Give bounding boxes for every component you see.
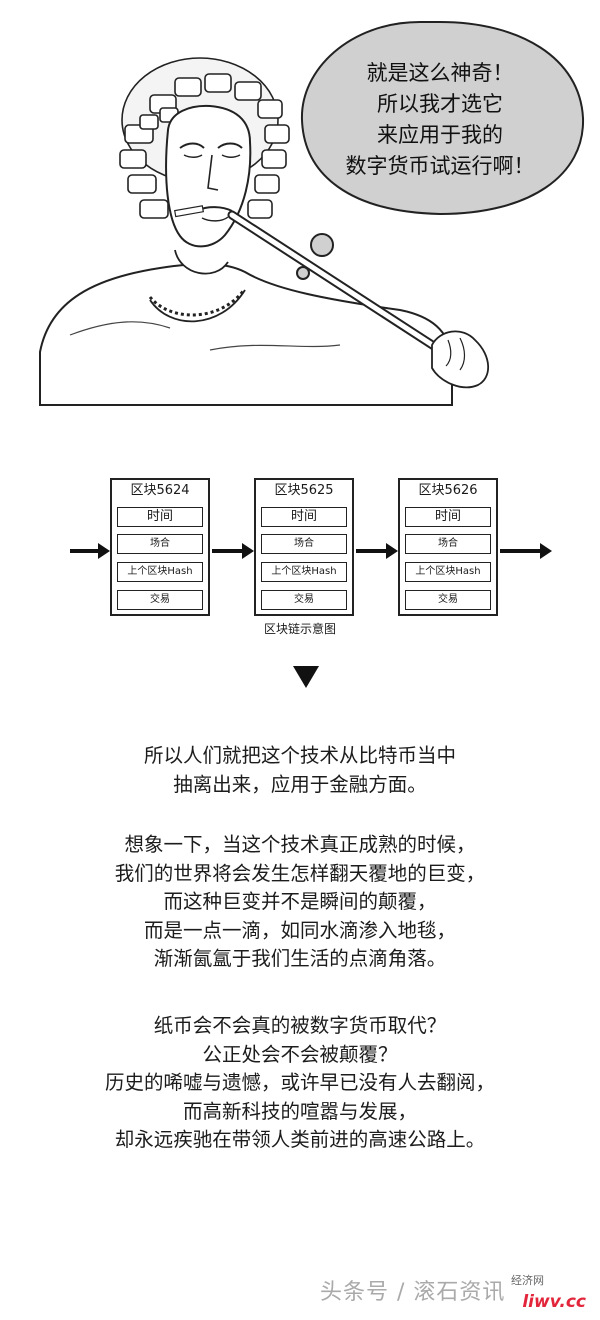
- block-field-transactions: 交易: [405, 590, 491, 610]
- text-line: 抽离出来，应用于金融方面。: [173, 772, 427, 796]
- hand: [431, 330, 490, 389]
- text-line: 公正处会不会被颠覆？: [202, 1042, 398, 1066]
- arrow-icon: [70, 543, 110, 559]
- thought-bubble: [300, 21, 585, 216]
- arrow-icon: [500, 543, 554, 559]
- down-triangle-icon: [293, 666, 319, 688]
- blockchain-diagram: 区块5624 时间 场合 上个区块Hash 交易 区块5625 时间 场合 上个…: [0, 470, 600, 645]
- block-field-transactions: 交易: [117, 590, 203, 610]
- speech-line: 就是这么神奇！: [366, 61, 514, 85]
- block-title: 区块5624: [130, 483, 190, 498]
- block-field-time: 时间: [405, 507, 491, 527]
- arrow-icon: [212, 543, 254, 559]
- shoulders: [39, 262, 453, 406]
- block-5625: 区块5625 时间 场合 上个区块Hash 交易: [254, 478, 354, 616]
- block-title: 区块5626: [418, 483, 478, 498]
- footer-watermark: 头条号 / 滚石资讯 经济网 liwv.cc: [320, 1272, 590, 1312]
- thought-dot-small: [296, 266, 310, 280]
- text-line: 而这种巨变并不是瞬间的颠覆，: [163, 890, 437, 913]
- block-field-venue: 场合: [405, 534, 491, 554]
- block-field-venue: 场合: [117, 534, 203, 554]
- speech-text: 就是这么神奇！ 所以我才选它 来应用于我的 数字货币试运行啊！: [315, 58, 565, 182]
- speech-line: 数字货币试运行啊！: [345, 154, 535, 178]
- block-5626: 区块5626 时间 场合 上个区块Hash 交易: [398, 478, 498, 616]
- text-line: 纸币会不会真的被数字货币取代？: [153, 1014, 447, 1037]
- block-field-prev-hash: 上个区块Hash: [261, 562, 347, 582]
- comic-illustration: 就是这么神奇！ 所以我才选它 来应用于我的 数字货币试运行啊！: [0, 0, 600, 420]
- cigarette: [174, 205, 205, 218]
- block-field-prev-hash: 上个区块Hash: [117, 562, 203, 582]
- block-5624: 区块5624 时间 场合 上个区块Hash 交易: [110, 478, 210, 616]
- paragraph-2: 想象一下，当这个技术真正成熟的时候， 我们的世界将会发生怎样翻天覆地的巨变， 而…: [0, 831, 600, 974]
- face: [165, 104, 252, 248]
- necklace: [148, 289, 246, 317]
- comic-drawing: [39, 21, 585, 406]
- site-small-text: 经济网: [511, 1274, 544, 1287]
- paragraph-3: 纸币会不会真的被数字货币取代？ 公正处会不会被颠覆？ 历史的唏嘘与遗憾，或许早已…: [0, 1012, 600, 1155]
- block-field-venue: 场合: [261, 534, 347, 554]
- text-line: 渐渐氤氲于我们生活的点滴角落。: [153, 947, 447, 970]
- speech-line: 所以我才选它: [377, 92, 503, 116]
- site-logo: liwv.cc: [522, 1292, 586, 1312]
- paragraph-1: 所以人们就把这个技术从比特币当中 抽离出来，应用于金融方面。: [0, 742, 600, 799]
- block-field-transactions: 交易: [261, 590, 347, 610]
- text-line: 想象一下，当这个技术真正成熟的时候，: [124, 833, 476, 856]
- speech-line: 来应用于我的: [377, 123, 503, 147]
- text-line: 而是一点一滴，如同水滴渗入地毯，: [143, 918, 456, 942]
- text-line: 而高新科技的喧嚣与发展，: [182, 1099, 417, 1123]
- thought-dot-large: [310, 233, 334, 257]
- text-line: 我们的世界将会发生怎样翻天覆地的巨变，: [114, 861, 486, 885]
- arrow-icon: [356, 543, 398, 559]
- block-title: 区块5625: [274, 483, 334, 498]
- text-line: 历史的唏嘘与遗憾，或许早已没有人去翻阅，: [104, 1071, 495, 1094]
- watermark-text: 头条号 / 滚石资讯: [320, 1280, 506, 1305]
- text-line: 却永远疾驰在带领人类前进的高速公路上。: [114, 1128, 486, 1151]
- text-line: 所以人们就把这个技术从比特币当中: [143, 744, 456, 767]
- block-field-time: 时间: [261, 507, 347, 527]
- block-field-time: 时间: [117, 507, 203, 527]
- block-field-prev-hash: 上个区块Hash: [405, 562, 491, 582]
- diagram-caption: 区块链示意图: [263, 622, 336, 636]
